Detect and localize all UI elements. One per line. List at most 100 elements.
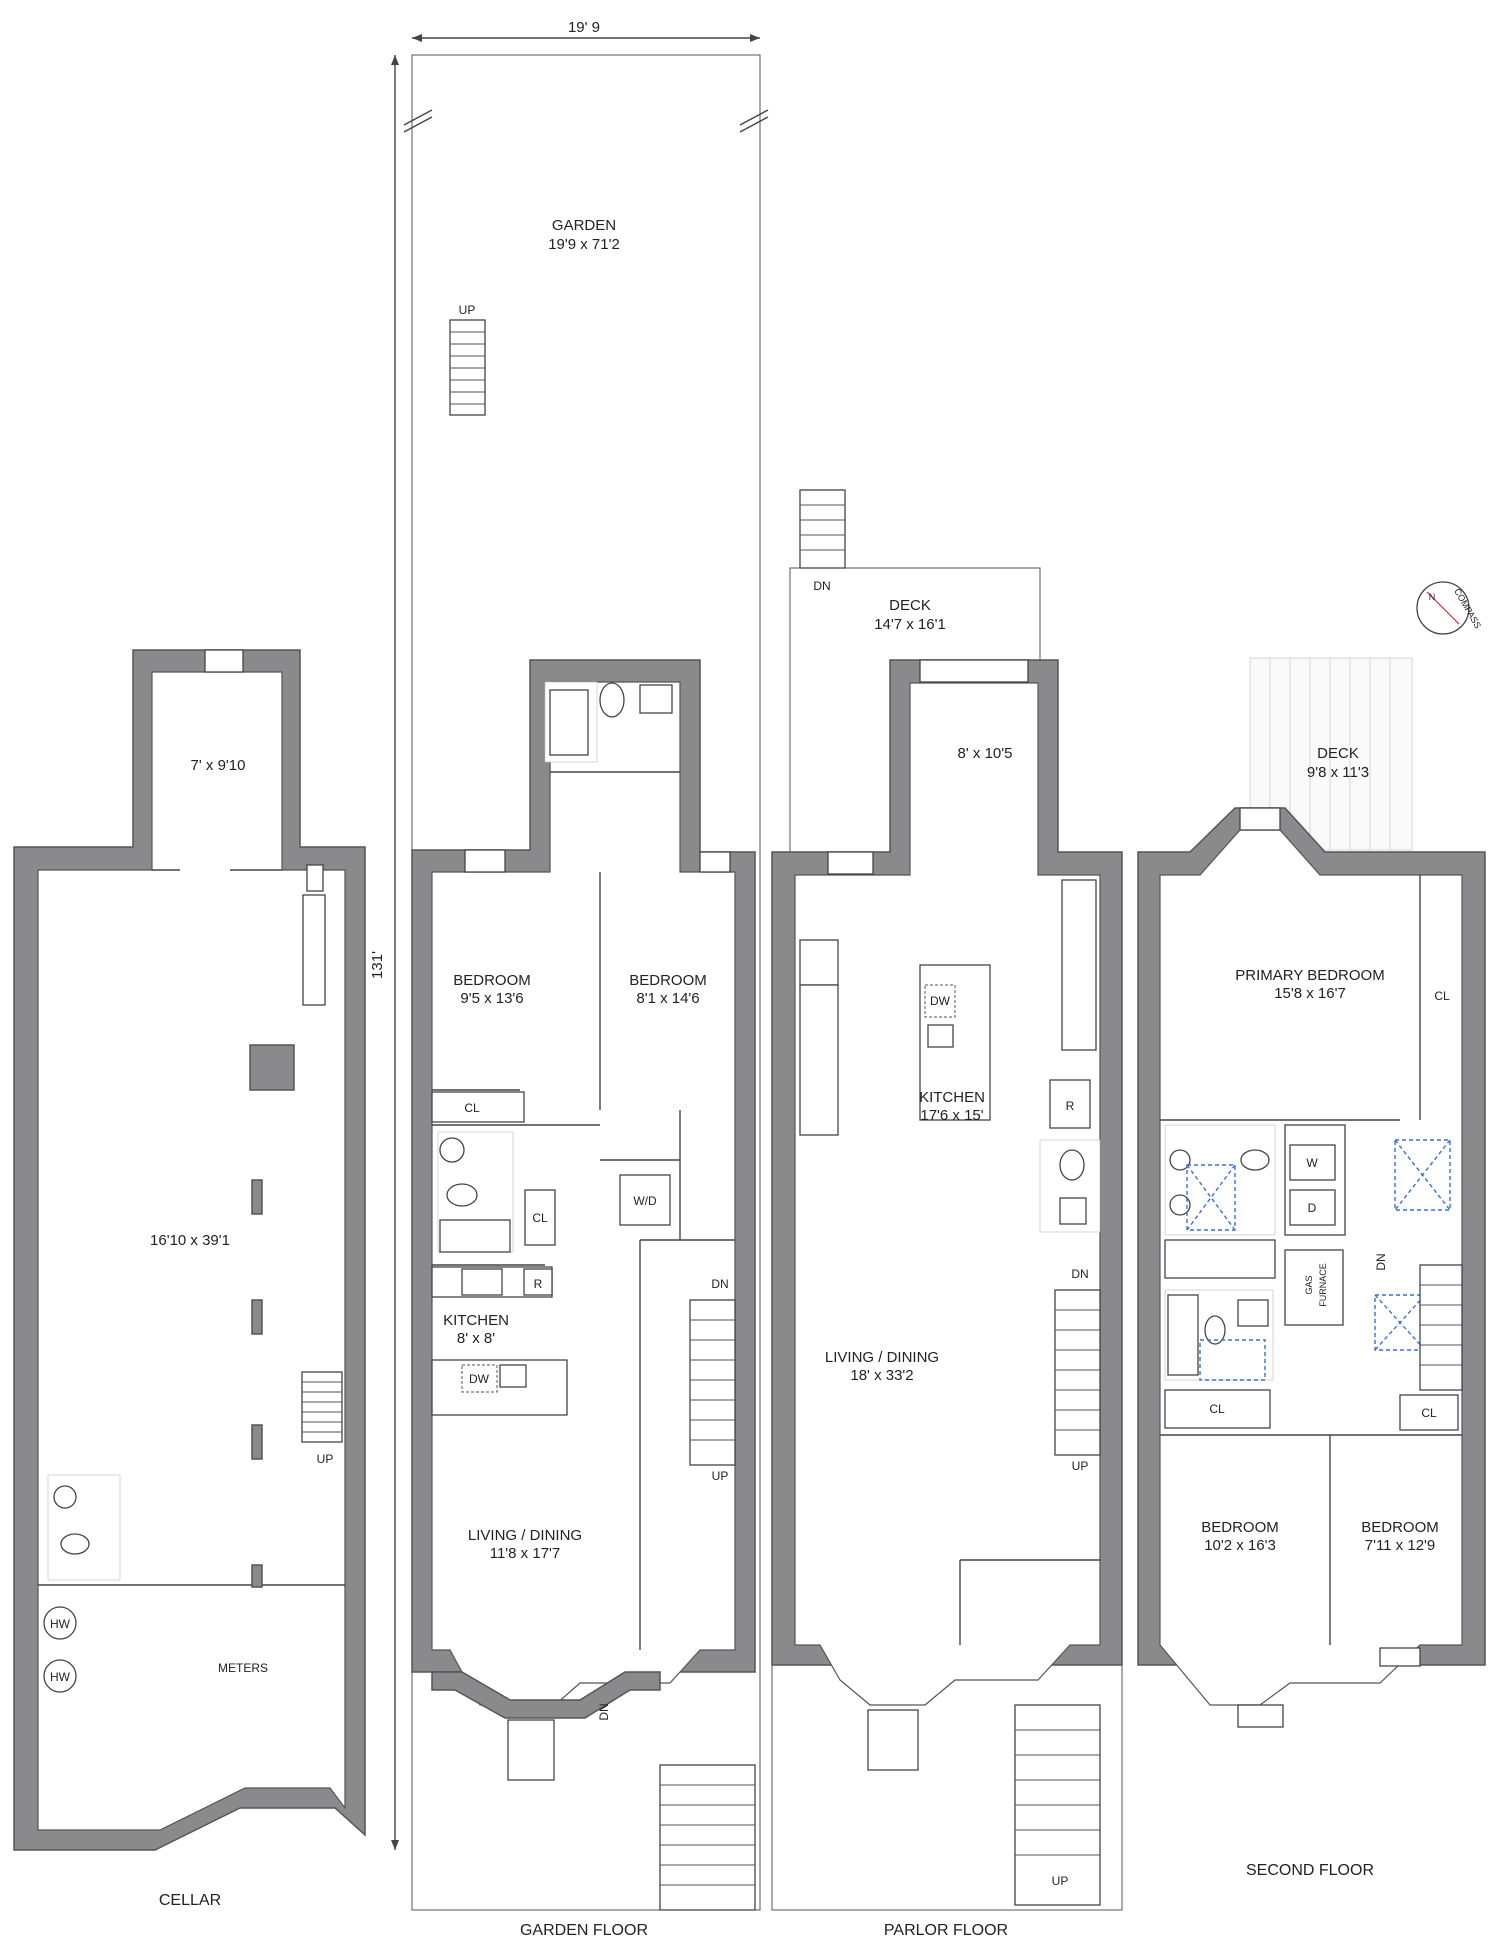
primary-bedroom-size: 15'8 x 16'7 xyxy=(1274,985,1346,1002)
svg-text:HW: HW xyxy=(50,1670,71,1684)
garden-toilet-top xyxy=(599,682,625,718)
garden-living-name: LIVING / DINING xyxy=(468,1527,582,1544)
parlor-sink xyxy=(1059,1197,1087,1225)
svg-text:DW: DW xyxy=(469,1372,490,1386)
gas-furnace xyxy=(1284,1249,1344,1326)
parlor-living-name: LIVING / DINING xyxy=(825,1349,939,1366)
hw-tank-1 xyxy=(43,1606,77,1640)
garden-bedroom2-name: BEDROOM xyxy=(629,972,707,989)
garden-sink-mid xyxy=(439,1137,465,1163)
garden-kitchen-name: KITCHEN xyxy=(443,1312,509,1329)
svg-text:R: R xyxy=(534,1277,543,1291)
second-shower xyxy=(1164,1239,1276,1279)
cellar-stair[interactable] xyxy=(301,1371,343,1443)
garden-closet-2[interactable] xyxy=(524,1189,556,1246)
garden-front-stair[interactable] xyxy=(659,1764,756,1911)
svg-text:W: W xyxy=(1306,1156,1318,1170)
cellar-title: CELLAR xyxy=(159,1892,221,1909)
washer[interactable] xyxy=(1289,1144,1336,1181)
parlor-deck-name: DECK xyxy=(889,597,931,614)
skylight-1 xyxy=(1186,1164,1236,1231)
svg-text:DN: DN xyxy=(1374,1253,1388,1270)
garden-living-size: 11'8 x 17'7 xyxy=(490,1545,561,1562)
cellar-plan: UP HW HW 7' x 9'10 16'10 x 39'1 METERS C… xyxy=(13,649,366,1909)
garden-floor-plan: GARDEN 19'9 x 71'2 UP CL xyxy=(403,54,769,1937)
skylight-2 xyxy=(1199,1339,1266,1381)
second-floor-plan: N COMPASS DECK 9'8 x 11'3 CL W xyxy=(1137,581,1486,1879)
garden-closet-1[interactable] xyxy=(431,1091,525,1123)
second-bedroom1-size: 10'2 x 16'3 xyxy=(1204,1537,1276,1554)
parlor-deck-stair[interactable] xyxy=(799,489,846,569)
garden-fridge xyxy=(523,1268,553,1296)
garden-shower xyxy=(549,689,589,756)
svg-text:CL: CL xyxy=(532,1211,548,1225)
garden-bedroom1-name: BEDROOM xyxy=(453,972,531,989)
second-bedroom2-name: BEDROOM xyxy=(1361,1519,1439,1536)
parlor-living-size: 18' x 33'2 xyxy=(850,1367,913,1384)
second-floor-title: SECOND FLOOR xyxy=(1246,1862,1374,1879)
svg-text:UP: UP xyxy=(1052,1874,1069,1888)
svg-text:D: D xyxy=(1308,1201,1317,1215)
svg-text:GAS: GAS xyxy=(1304,1275,1314,1294)
garden-floor-title: GARDEN FLOOR xyxy=(520,1922,648,1937)
garden-stair-inner[interactable] xyxy=(689,1299,736,1466)
cellar-toilet xyxy=(60,1533,90,1555)
svg-text:DN: DN xyxy=(597,1703,611,1720)
cellar-stair-label: UP xyxy=(317,1452,334,1466)
parlor-stove xyxy=(799,939,839,986)
svg-text:CL: CL xyxy=(1421,1406,1437,1420)
hw-tank-2 xyxy=(43,1659,77,1693)
garden-name: GARDEN xyxy=(552,217,616,234)
svg-text:FURNACE: FURNACE xyxy=(1318,1263,1328,1307)
svg-text:UP: UP xyxy=(1072,1459,1089,1473)
cellar-front-room-size: 7' x 9'10 xyxy=(191,757,246,774)
garden-bedroom1-size: 9'5 x 13'6 xyxy=(460,990,523,1007)
second-deck-size: 9'8 x 11'3 xyxy=(1307,764,1369,781)
second-toilet-1 xyxy=(1240,1149,1270,1171)
parlor-counter-left xyxy=(799,984,839,1136)
svg-text:CL: CL xyxy=(1434,989,1450,1003)
length-dimension: 131' xyxy=(369,951,386,979)
second-hall-closet[interactable] xyxy=(1164,1389,1271,1429)
svg-text:R: R xyxy=(1066,1099,1075,1113)
parlor-stair[interactable] xyxy=(1054,1289,1101,1456)
cellar-sink-fixture xyxy=(53,1485,77,1509)
second-stair[interactable] xyxy=(1419,1264,1463,1391)
garden-kitchen-size: 8' x 8' xyxy=(457,1330,495,1347)
svg-text:UP: UP xyxy=(712,1469,729,1483)
second-bedroom1-name: BEDROOM xyxy=(1201,1519,1279,1536)
garden-stove xyxy=(461,1268,503,1296)
dryer[interactable] xyxy=(1289,1189,1336,1226)
cellar-chimney xyxy=(249,1044,295,1091)
parlor-rear-room-size: 8' x 10'5 xyxy=(958,745,1013,762)
second-sink-1 xyxy=(1169,1149,1191,1171)
garden-tub xyxy=(439,1219,511,1253)
garden-sink-top xyxy=(639,684,673,714)
second-tub xyxy=(1167,1294,1199,1376)
parlor-interior xyxy=(794,682,1101,1706)
garden-bedroom2-size: 8'1 x 14'6 xyxy=(636,990,699,1007)
svg-text:DW: DW xyxy=(930,994,951,1008)
svg-text:DN: DN xyxy=(1071,1267,1088,1281)
svg-text:W/D: W/D xyxy=(633,1194,657,1208)
svg-text:CL: CL xyxy=(464,1101,480,1115)
svg-text:DN: DN xyxy=(711,1277,728,1291)
primary-bedroom-name: PRIMARY BEDROOM xyxy=(1235,967,1384,984)
second-b2-closet[interactable] xyxy=(1399,1394,1459,1431)
meters-label: METERS xyxy=(218,1661,268,1675)
dimension-lines: 19' 9 131' xyxy=(369,19,760,1850)
garden-wd[interactable] xyxy=(619,1174,671,1226)
cellar-counter xyxy=(302,894,326,1006)
second-bedroom2-size: 7'11 x 12'9 xyxy=(1365,1537,1436,1554)
parlor-toilet xyxy=(1059,1149,1085,1181)
parlor-floor-plan: DN DECK 14'7 x 16'1 DW R DN UP xyxy=(771,489,1123,1937)
parlor-counter-right xyxy=(1061,879,1097,1051)
second-toilet-2 xyxy=(1204,1315,1226,1345)
garden-toilet-mid xyxy=(446,1183,478,1207)
svg-text:CL: CL xyxy=(1209,1402,1225,1416)
parlor-fridge xyxy=(1049,1079,1091,1129)
second-sink-3 xyxy=(1237,1299,1269,1327)
svg-text:HW: HW xyxy=(50,1617,71,1631)
parlor-deck-size: 14'7 x 16'1 xyxy=(874,616,946,633)
